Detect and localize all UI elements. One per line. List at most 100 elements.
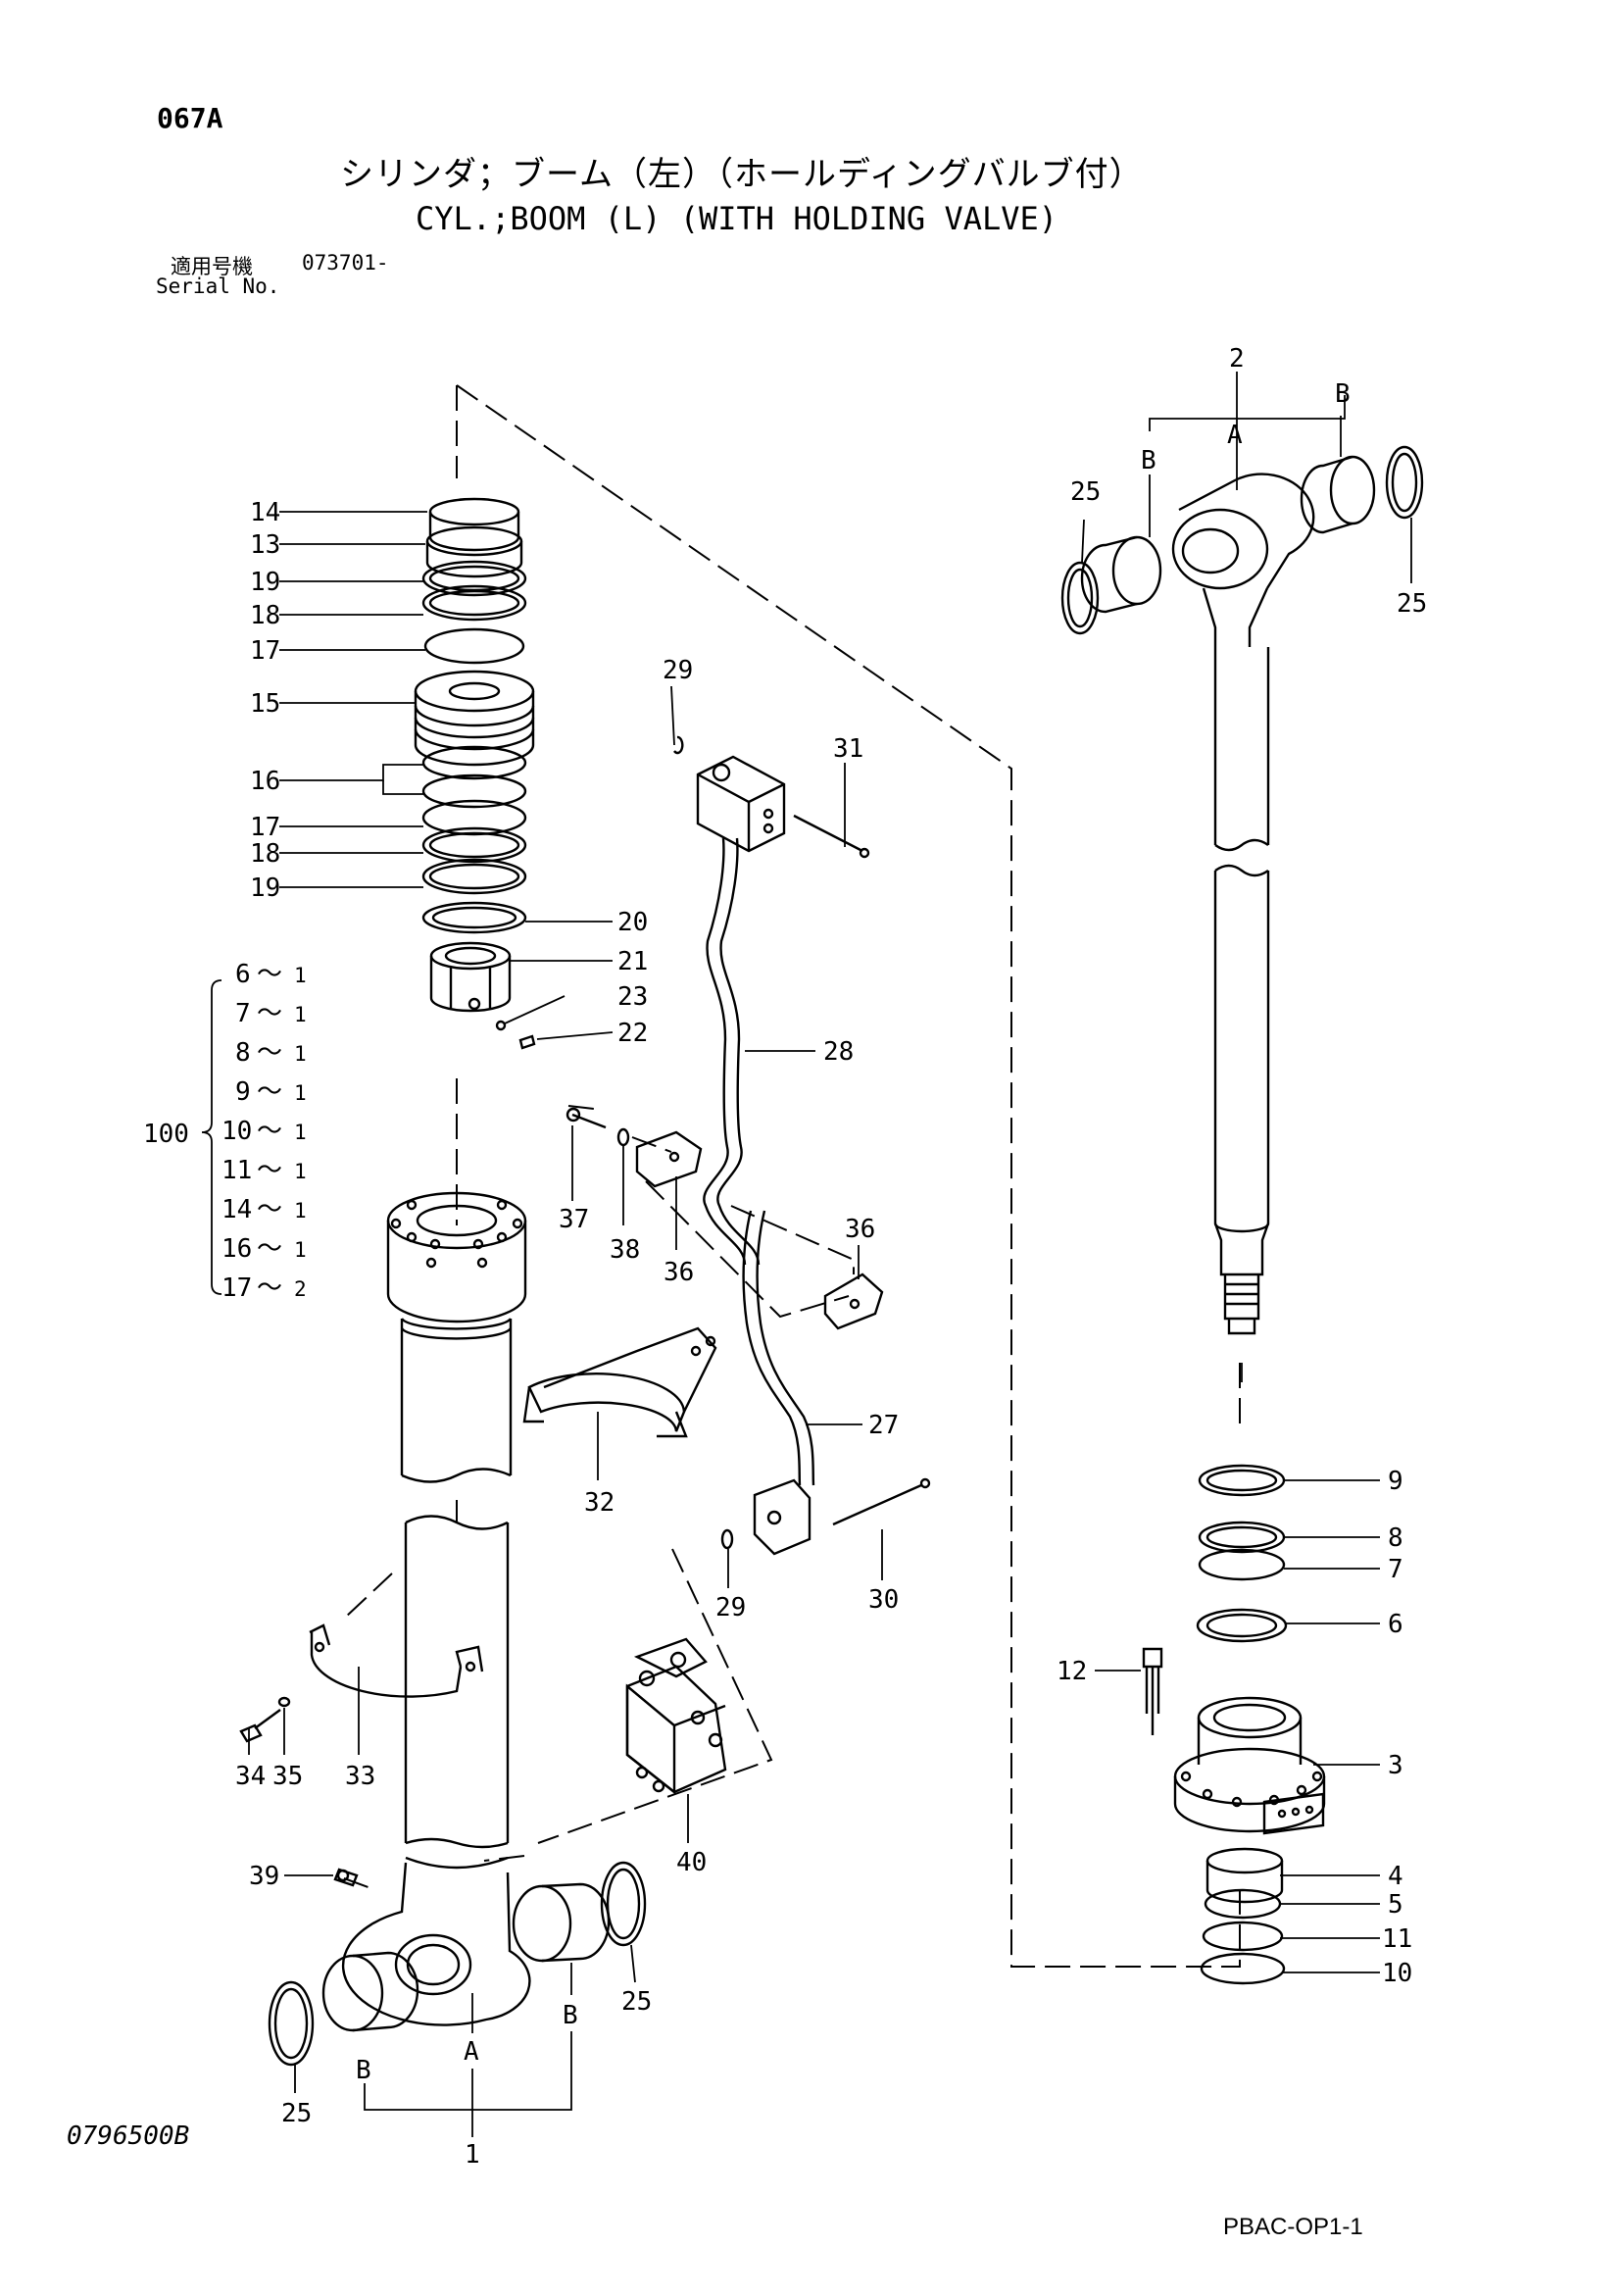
clamp-36-a xyxy=(635,1130,703,1188)
callout-A-upper: A xyxy=(1227,421,1243,450)
clamp-36-b xyxy=(823,1273,884,1330)
kit-sep: ～ xyxy=(257,1156,282,1185)
serial-number: 073701- xyxy=(302,251,389,275)
kit-row: 16 ～ 1 xyxy=(221,1234,307,1264)
dust-seal-25-left xyxy=(268,1980,315,2067)
callout-34: 34 xyxy=(235,1762,266,1791)
kit-sep: ～ xyxy=(257,1195,282,1224)
ring-16-pair xyxy=(421,745,527,809)
kit-sep: ～ xyxy=(257,1273,282,1303)
kit-row: 10 ～ 1 xyxy=(221,1117,307,1146)
kit-qty: 1 xyxy=(294,1042,307,1066)
callout-25-lower-left: 25 xyxy=(281,2099,312,2128)
pipe-28 xyxy=(703,837,761,1266)
callout-40: 40 xyxy=(676,1848,707,1877)
kit-part: 9 xyxy=(235,1077,251,1107)
kit-part: 7 xyxy=(235,999,251,1028)
callout-19-upper: 19 xyxy=(250,568,280,597)
kit-row: 6 ～ 1 xyxy=(235,960,307,989)
callout-29-lower: 29 xyxy=(715,1593,746,1622)
set-screw-22 xyxy=(518,1034,536,1050)
leader-lines xyxy=(201,372,1412,2137)
piston-15 xyxy=(414,670,535,767)
callout-31: 31 xyxy=(833,734,863,764)
bolt-30 xyxy=(832,1477,931,1526)
cylinder-head-flange xyxy=(386,1191,527,1323)
callout-25-upper-right: 25 xyxy=(1397,589,1427,619)
bushing-rod-right xyxy=(1300,455,1376,534)
kit-part: 17 xyxy=(221,1273,252,1303)
kit-row: 11 ～ 1 xyxy=(221,1156,307,1185)
kit-qty: 1 xyxy=(294,1003,307,1026)
kit-row: 14 ～ 1 xyxy=(221,1195,307,1224)
bolt-37 xyxy=(566,1107,607,1129)
kit-part: 8 xyxy=(235,1038,251,1068)
kit-qty: 1 xyxy=(294,1199,307,1223)
ring-20 xyxy=(421,901,527,934)
callout-labels: 14 13 19 18 17 15 16 17 18 19 20 21 23 2… xyxy=(143,344,1427,2170)
callout-30: 30 xyxy=(868,1585,899,1615)
callout-13: 13 xyxy=(250,530,280,560)
kit-qty: 1 xyxy=(294,1121,307,1144)
callout-B-upper-right: B xyxy=(1335,379,1351,409)
callout-12: 12 xyxy=(1057,1657,1087,1686)
bolt-31 xyxy=(793,814,870,859)
kit-part: 6 xyxy=(235,960,251,989)
ring-18-lower xyxy=(421,826,527,864)
cylinder-tube-upper xyxy=(400,1318,513,1483)
callout-14: 14 xyxy=(250,498,280,527)
document-number: 0796500B xyxy=(67,2121,190,2151)
kit-qty: 1 xyxy=(294,1238,307,1262)
serial-label-japanese: 適用号機 xyxy=(171,255,253,278)
ring-19-lower xyxy=(421,858,527,895)
kit-part: 11 xyxy=(221,1156,252,1185)
title-english: CYL.;BOOM (L) (WITH HOLDING VALVE) xyxy=(416,200,1058,237)
figure-code: PBAC-OP1-1 xyxy=(1223,2214,1363,2240)
ring-5 xyxy=(1204,1888,1282,1920)
ring-9 xyxy=(1198,1464,1286,1497)
kit-row: 8 ～ 1 xyxy=(235,1038,307,1068)
kit-row: 7 ～ 1 xyxy=(235,999,307,1028)
oring-29-lower xyxy=(720,1528,734,1550)
wear-ring-14 xyxy=(428,497,520,552)
kit-qty: 2 xyxy=(294,1277,307,1301)
ring-10 xyxy=(1200,1952,1286,1985)
bolt-12 xyxy=(1142,1647,1163,1735)
kit-sep: ～ xyxy=(257,1077,282,1107)
callout-15: 15 xyxy=(250,689,280,719)
ring-7 xyxy=(1198,1548,1286,1581)
kit-sep: ～ xyxy=(257,999,282,1028)
serial-label-english: Serial No. xyxy=(156,275,280,298)
kit-part: 14 xyxy=(221,1195,252,1224)
title-japanese: シリンダ；ブーム（左）（ホールディングバルブ付） xyxy=(340,155,1144,194)
callout-36-a: 36 xyxy=(664,1258,694,1287)
dust-seal-25-rod-left xyxy=(1060,561,1100,635)
washer-35 xyxy=(277,1696,291,1708)
cylinder-tube-lower xyxy=(404,1515,510,1870)
kit-qty: 1 xyxy=(294,1160,307,1183)
oring-29-upper xyxy=(673,735,684,755)
kit-sep: ～ xyxy=(257,1234,282,1264)
callout-27: 27 xyxy=(868,1411,899,1440)
callout-25-lower-right: 25 xyxy=(621,1987,652,2017)
callout-B-lower-left: B xyxy=(356,2056,371,2085)
callout-23: 23 xyxy=(617,982,648,1012)
callout-28: 28 xyxy=(823,1037,854,1067)
callout-10: 10 xyxy=(1382,1959,1412,1988)
ball-23 xyxy=(495,1020,507,1031)
callout-22: 22 xyxy=(617,1019,648,1048)
callout-18-upper: 18 xyxy=(250,601,280,630)
bolt-34 xyxy=(239,1709,281,1743)
callout-16: 16 xyxy=(250,767,280,796)
callout-29-upper: 29 xyxy=(663,656,693,685)
bracket-32 xyxy=(522,1326,717,1438)
flange-block-lower xyxy=(753,1478,812,1556)
callout-32: 32 xyxy=(584,1488,615,1518)
holding-valve-40 xyxy=(625,1637,727,1795)
callout-6: 6 xyxy=(1388,1610,1403,1639)
callout-21: 21 xyxy=(617,947,648,976)
kit-part: 10 xyxy=(221,1117,252,1146)
callout-38: 38 xyxy=(610,1235,640,1265)
callout-33: 33 xyxy=(345,1762,375,1791)
